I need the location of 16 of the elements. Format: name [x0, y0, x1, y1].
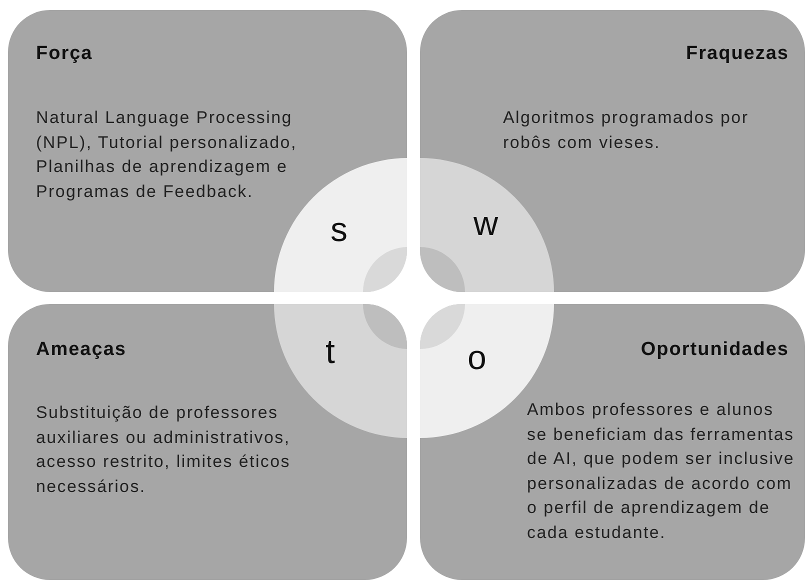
quadrant-description: Algoritmos programados por robôs com vieses.: [503, 107, 750, 154]
quadrant-description: Ambos professores e alunos se beneficiam das ferramentas de AI, que podem ser inclusive personalizadas de acordo com o perfil de aprendizagem de cada estudante.: [527, 399, 796, 544]
quadrant-description: Substituição de professores auxiliares ou administrativos, acesso restrito, limites éticos necessários.: [36, 402, 292, 498]
quadrant-heading: Força: [36, 43, 93, 65]
quadrant-heading: Oportunidades: [640, 339, 789, 361]
quadrant-heading: Fraquezas: [686, 43, 789, 65]
quadrant-card: [420, 304, 805, 580]
quadrant-card: [8, 304, 407, 580]
swot-letter: o: [468, 341, 486, 375]
quadrant-heading: Ameaças: [36, 339, 126, 361]
quadrant-description: Natural Language Processing (NPL), Tutorial personalizado, Planilhas de aprendizagem e Programas de Feedback.: [36, 107, 298, 202]
swot-letter: w: [474, 207, 498, 241]
swot-letter: s: [330, 213, 348, 247]
quadrant-card: [8, 10, 407, 292]
quadrant-card: [420, 10, 805, 292]
swot-letter: t: [326, 335, 335, 369]
